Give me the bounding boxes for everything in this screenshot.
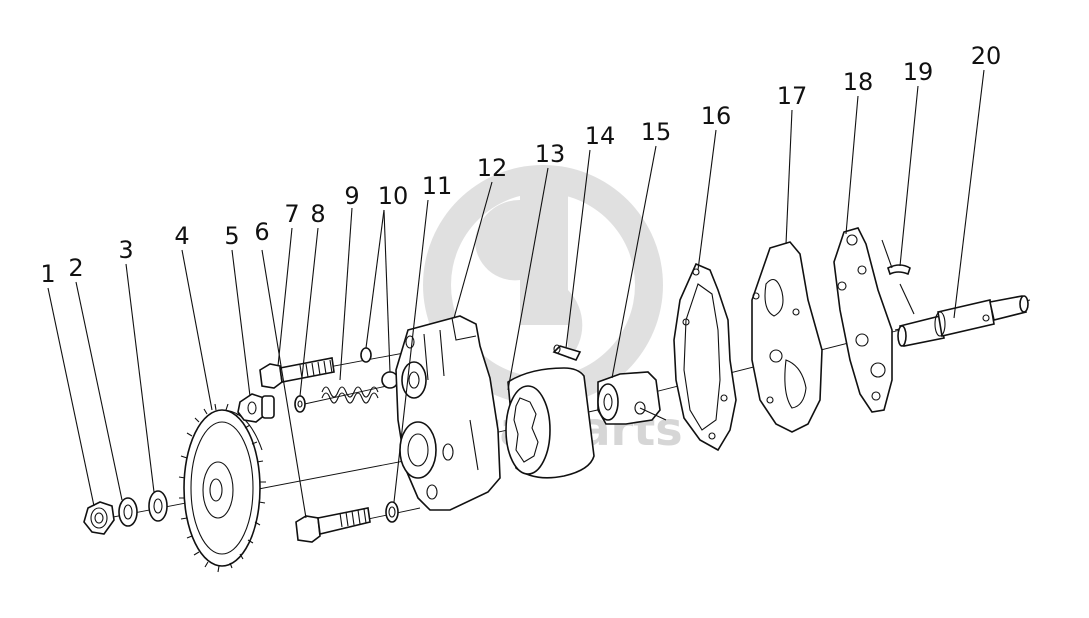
callout-18: 18	[843, 68, 874, 96]
leader-lines	[47, 69, 985, 519]
part-4-gear	[178, 403, 266, 573]
callout-2: 2	[68, 254, 83, 282]
callout-8: 8	[310, 200, 325, 228]
part-11-seal	[385, 501, 399, 523]
part-14-pin	[552, 344, 582, 361]
callout-6: 6	[254, 218, 269, 246]
part-1-nut	[83, 501, 115, 535]
callout-labels: 1 2 3 4 5 6 7 8 9 10 11 12 13 14 15 16 1…	[40, 42, 1001, 288]
part-3-washer	[148, 490, 168, 522]
callout-5: 5	[224, 222, 239, 250]
callout-4: 4	[174, 222, 189, 250]
callout-10: 10	[378, 182, 409, 210]
part-7-bolt-upper	[259, 357, 335, 389]
part-5-plug	[237, 393, 275, 423]
part-19-key	[881, 239, 915, 315]
part-9-spring	[321, 386, 379, 404]
callout-3: 3	[118, 236, 133, 264]
part-18-plate	[833, 227, 893, 413]
watermark-logo	[423, 165, 663, 405]
callout-1: 1	[40, 260, 55, 288]
callout-9: 9	[344, 182, 359, 210]
part-13-outer-rotor	[505, 367, 595, 479]
part-16-gasket	[673, 262, 737, 452]
part-10-ball-upper	[360, 347, 372, 363]
callout-11: 11	[422, 172, 453, 200]
callout-7: 7	[284, 200, 299, 228]
part-2-washer	[118, 497, 138, 527]
part-6-bolt-lower	[295, 507, 371, 543]
part-17-cover-plate	[751, 241, 823, 433]
part-15-inner-rotor	[597, 371, 667, 425]
part-20-shaft	[897, 295, 1029, 347]
part-8-washer	[294, 395, 306, 413]
callout-19: 19	[903, 58, 934, 86]
callout-14: 14	[585, 122, 616, 150]
callout-12: 12	[477, 154, 508, 182]
callout-15: 15	[641, 118, 672, 146]
callout-16: 16	[701, 102, 732, 130]
callout-20: 20	[971, 42, 1002, 70]
part-12-pump-body	[395, 315, 501, 511]
callout-13: 13	[535, 140, 566, 168]
callout-17: 17	[777, 82, 808, 110]
